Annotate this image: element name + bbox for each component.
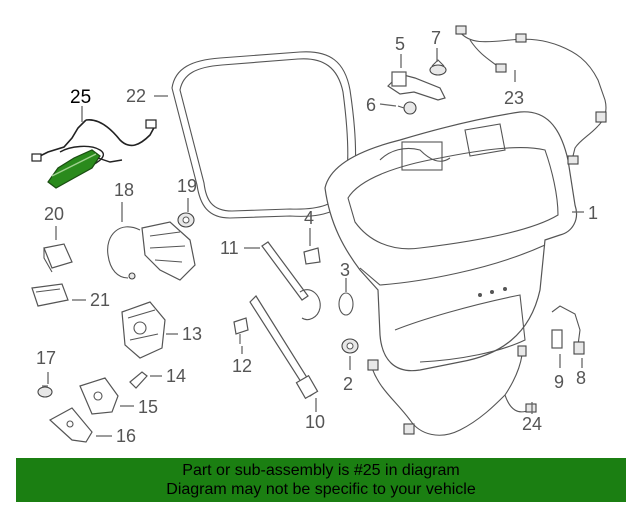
callout-11: 11: [220, 238, 239, 258]
part-19-grommet: [177, 212, 195, 228]
callout-18: 18: [114, 180, 134, 200]
part-10-strut: [249, 295, 319, 400]
part-22-seal: [171, 51, 357, 219]
part-1-liftgate: [324, 111, 578, 372]
part-20-switch: [43, 243, 73, 273]
callout-5: 5: [395, 34, 405, 54]
banner-line-1: Part or sub-assembly is #25 in diagram: [182, 462, 460, 479]
part-11-strut: [261, 241, 321, 321]
callout-19: 19: [177, 176, 197, 196]
callout-6: 6: [366, 95, 376, 115]
banner-line-2: Diagram may not be specific to your vehi…: [166, 481, 476, 498]
callout-14: 14: [166, 366, 186, 386]
info-banner: Part or sub-assembly is #25 in diagram D…: [16, 458, 626, 502]
part-15-striker: [79, 377, 119, 415]
callout-22: 22: [126, 86, 146, 106]
callout-20: 20: [44, 204, 64, 224]
callout-16: 16: [116, 426, 136, 446]
part-3-ring: [338, 292, 354, 316]
callout-labels: 1 2 3 4 5 6 7 8 9 10 11 12 13 14 15 16 1…: [36, 28, 598, 446]
part-18-latch-actuator: [107, 221, 196, 281]
callout-2: 2: [343, 374, 353, 394]
parts-diagram: 1 2 3 4 5 6 7 8 9 10 11 12 13 14 15 16 1…: [31, 25, 607, 446]
callout-7: 7: [431, 28, 441, 48]
part-25-harness: [31, 119, 157, 189]
part-4-clip: [303, 247, 321, 265]
callout-4: 4: [304, 208, 314, 228]
callout-23: 23: [504, 88, 524, 108]
callout-3: 3: [340, 260, 350, 280]
callout-10: 10: [305, 412, 325, 432]
part-5-hinge: [387, 71, 446, 101]
callout-12: 12: [232, 356, 252, 376]
callout-1: 1: [588, 203, 598, 223]
part-24-harness: [367, 345, 537, 436]
part-7-nut: [429, 59, 447, 76]
part-21-lamp: [31, 283, 69, 307]
callout-25: 25: [70, 87, 91, 108]
callout-15: 15: [138, 397, 158, 417]
part-14-pin: [129, 371, 148, 389]
part-23-harness: [455, 25, 607, 165]
part-16-bracket: [48, 407, 93, 443]
callout-17: 17: [36, 348, 56, 368]
part-13-latch: [121, 301, 166, 359]
callout-13: 13: [182, 324, 202, 344]
callout-8: 8: [576, 368, 586, 388]
callout-9: 9: [554, 372, 564, 392]
part-25-fill: [47, 149, 101, 189]
part-9-cap: [551, 329, 563, 349]
part-6-bolt: [397, 101, 417, 115]
callout-21: 21: [90, 290, 110, 310]
part-17-bumper: [37, 385, 53, 398]
leader-lines: [47, 48, 584, 437]
part-2-bushing: [341, 338, 359, 354]
part-12-bolt: [233, 317, 249, 344]
callout-24: 24: [522, 414, 542, 434]
part-8-sensor: [551, 305, 585, 355]
